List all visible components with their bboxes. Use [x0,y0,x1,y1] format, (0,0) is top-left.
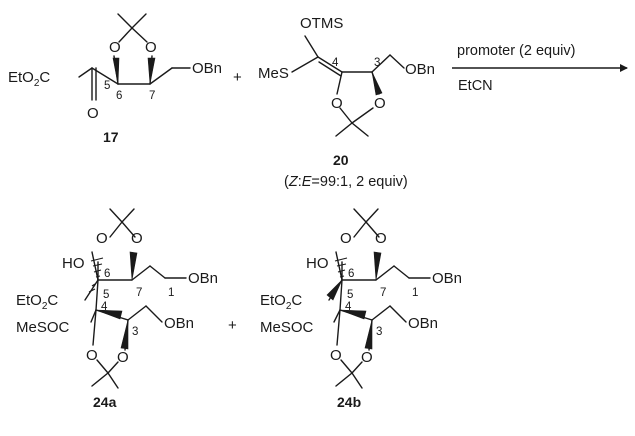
c24b-n1: 1 [412,287,418,299]
c24b-thioester: MeSOC [260,319,314,336]
c24b-hydroxy: HO [306,255,329,272]
c17-num6: 6 [116,90,122,102]
c24b-n6: 6 [348,268,354,280]
plus-sign-bottom: + [228,317,237,334]
c24a-n4: 4 [101,301,108,313]
c17-benzyl-ether: OBn [192,60,222,77]
reaction-arrow: promoter (2 equiv) EtCN [452,43,628,94]
c20-thio: MeS [258,65,289,82]
c24a-ring-o-right: O [131,230,143,247]
c24a-ring-o-left: O [96,230,108,247]
wedge-bond-24b-c7 [373,251,382,281]
compound-label-17: 17 [103,129,119,145]
c24a-n1: 1 [168,287,174,299]
compound-20-bonds [291,35,405,137]
wedge-bond-c7 [147,57,156,85]
c17-ring-o-right: O [145,39,157,56]
c20-silyl: OTMS [300,15,343,32]
c20-ring-o-left: O [331,95,343,112]
c20-isomer-note: (Z:E=99:1, 2 equiv) [284,174,408,190]
plus-sign-top: + [233,69,242,86]
c24b-n5: 5 [347,289,353,301]
c24a-n6: 6 [104,268,110,280]
c24b-n3: 3 [376,326,382,338]
c17-num7: 7 [149,90,155,102]
c24b-n7: 7 [380,287,386,299]
c24b-n4: 4 [345,301,352,313]
wedge-bond-c3 [371,71,383,96]
c17-ketone-o: O [87,105,99,122]
c20-ring-o-right: O [374,95,386,112]
wedge-bond-24b-c4 [339,309,367,320]
c24b-ring-o-right: O [375,230,387,247]
c24a-ring2-o-right: O [117,349,129,366]
compound-17: EtO2C O O O OBn 5 6 7 17 [8,13,222,145]
compound-20: OTMS MeS O O OBn 4 3 20 (Z:E=99:1, 2 equ… [258,15,435,190]
c24a-hydroxy: HO [62,255,85,272]
hashed-bond-24b-c6 [334,257,348,278]
wedge-bond-c6 [112,57,120,85]
c24b-ring-o-left: O [340,230,352,247]
c24b-ring2-o-right: O [361,349,373,366]
hashed-bond-24a-c5 [88,283,96,293]
compound-17-bonds [78,13,191,101]
c24a-n3: 3 [132,326,138,338]
c24a-n7: 7 [136,287,142,299]
c24a-ring2-o-left: O [86,347,98,364]
c24b-bn-bottom: OBn [408,315,438,332]
c17-ring-o-left: O [109,39,121,56]
compound-label-24b: 24b [337,394,361,410]
c24b-bn-top: OBn [432,270,462,287]
c17-ester: EtO2C [8,69,50,89]
c20-num3: 3 [374,57,380,69]
compound-24a: O O HO OBn EtO2C MeSOC OBn O O 5 6 7 1 4… [16,208,218,410]
c24a-n5: 5 [103,289,109,301]
c20-num4: 4 [332,57,339,69]
c24a-ester: EtO2C [16,292,58,312]
condition-below-arrow: EtCN [458,78,493,94]
c20-benzyl-ether: OBn [405,61,435,78]
c24a-bn-bottom: OBn [164,315,194,332]
compound-24b: O O HO OBn EtO2C MeSOC OBn O O 5 6 7 1 4… [260,208,462,410]
c24a-bn-top: OBn [188,270,218,287]
wedge-bond-24b-c3 [364,319,373,350]
wedge-bond-24b-c5 [326,279,343,301]
compound-label-20: 20 [333,152,349,168]
wedge-bond-24a-c3 [120,319,129,350]
c24b-ring2-o-left: O [330,347,342,364]
c17-num5: 5 [104,80,110,92]
c24a-thioester: MeSOC [16,319,70,336]
compound-label-24a: 24a [93,394,117,410]
wedge-bond-24a-c7 [129,251,138,281]
condition-above-arrow: promoter (2 equiv) [457,43,575,59]
c24b-ester: EtO2C [260,292,302,312]
hashed-bond-24a-c6 [90,257,104,278]
compound-24b-bonds [328,208,431,389]
wedge-bond-24a-c4 [95,309,123,320]
